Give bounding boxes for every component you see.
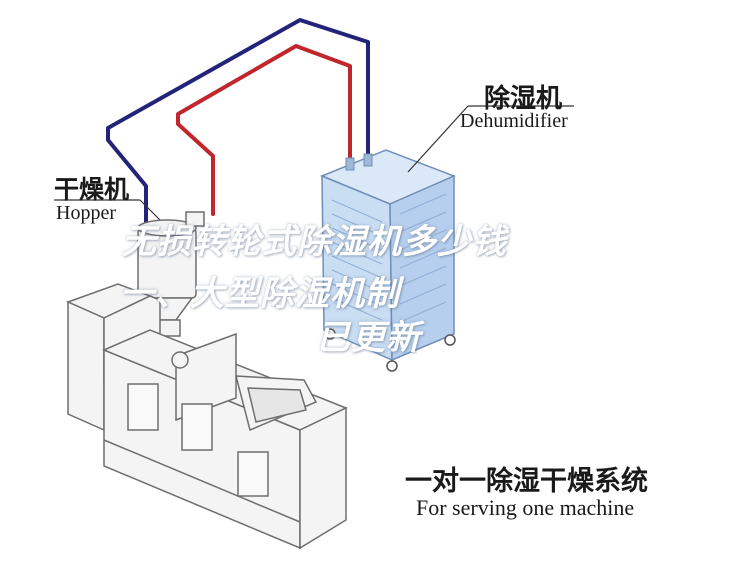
dehumidifier-unit — [320, 149, 456, 372]
leader-lines — [54, 105, 574, 233]
return-air-pipe — [106, 18, 370, 230]
overlay-headline-line1: 无损转轮式除湿机多少钱 — [122, 222, 507, 262]
system-title-cn: 一对一除湿干燥系统 — [405, 466, 648, 497]
hopper-dryer — [137, 211, 205, 337]
dehumidifier-label-en: Dehumidifier — [460, 110, 568, 132]
hopper-label-en: Hopper — [56, 202, 116, 224]
hopper-label-cn: 干燥机 — [54, 175, 130, 204]
dry-air-pipe — [176, 44, 352, 216]
dehumidifier-label-cn: 除湿机 — [484, 84, 563, 114]
system-title-en: For serving one machine — [416, 495, 635, 520]
overlay-headline-line2: 一、大型除湿机制 — [120, 274, 400, 314]
molding-machine — [65, 283, 348, 550]
overlay-headline-line3: 已更新 — [316, 318, 421, 358]
